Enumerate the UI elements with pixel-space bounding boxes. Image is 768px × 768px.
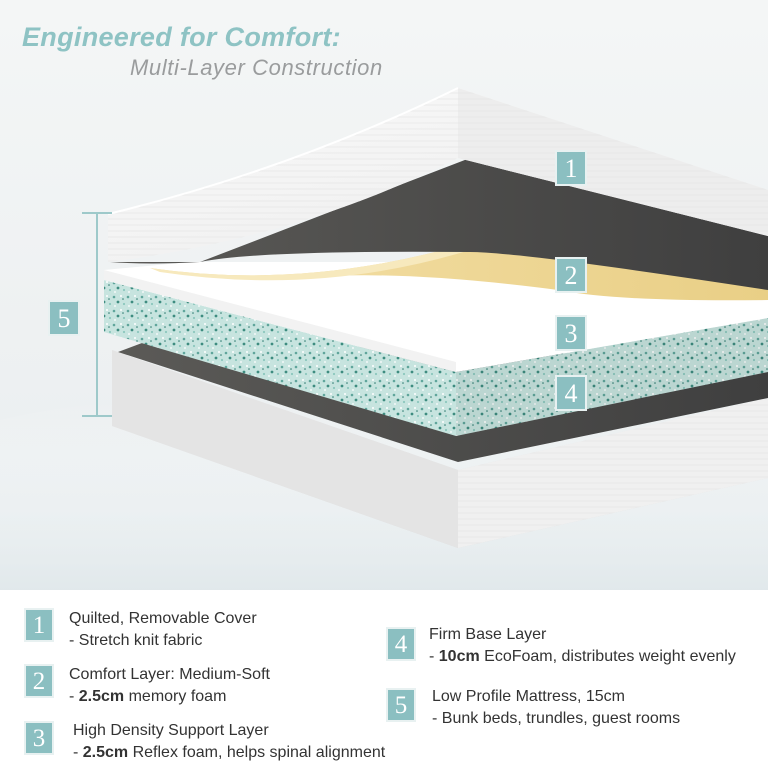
legend-detail-1: - Stretch knit fabric — [69, 632, 203, 649]
hero-illustration: Engineered for Comfort: Multi-Layer Cons… — [0, 0, 768, 590]
marker-cover: 1 — [555, 150, 587, 186]
legend-title-1: Quilted, Removable Cover — [69, 610, 257, 627]
legend-detail-bold-4: 10cm — [438, 648, 480, 665]
legend-number-1: 1 — [24, 608, 54, 642]
marker-base-layer: 4 — [555, 375, 587, 411]
legend-title-5: Low Profile Mattress, 15cm — [432, 688, 625, 705]
height-bracket — [82, 212, 112, 417]
page-title: Engineered for Comfort: — [22, 22, 341, 52]
legend-number-5: 5 — [386, 688, 416, 722]
legend-number-4: 4 — [386, 627, 416, 661]
legend-detail-bold-3: 2.5cm — [82, 744, 129, 761]
legend-title-4: Firm Base Layer — [429, 626, 547, 643]
marker-height: 5 — [48, 300, 80, 336]
page-subtitle: Multi-Layer Construction — [130, 55, 383, 80]
legend-text-5: Low Profile Mattress, 15cm - Bunk beds, … — [432, 686, 680, 730]
marker-memory-foam: 2 — [555, 257, 587, 293]
top-cover-layer — [107, 87, 768, 290]
legend-detail-3: Reflex foam, helps spinal alignment — [128, 744, 386, 761]
legend-text-4: Firm Base Layer - 10cm EcoFoam, distribu… — [429, 626, 736, 665]
legend-text-3: High Density Support Layer - 2.5cm Refle… — [73, 722, 386, 761]
legend-detail-4: EcoFoam, distributes weight evenly — [479, 648, 736, 665]
legend-detail-bold-2: 2.5cm — [78, 688, 125, 705]
legend-text-1: Quilted, Removable Cover - Stretch knit … — [69, 608, 257, 652]
legend-title-2: Comfort Layer: Medium-Soft — [69, 666, 270, 683]
legend-detail-5: - Bunk beds, trundles, guest rooms — [432, 710, 681, 727]
legend-text-2: Comfort Layer: Medium-Soft - 2.5cm memor… — [69, 666, 270, 705]
marker-reflex-foam: 3 — [555, 315, 587, 351]
legend-number-2: 2 — [24, 664, 54, 698]
legend-detail-2: memory foam — [124, 688, 227, 705]
legend-title-3: High Density Support Layer — [73, 722, 269, 739]
mattress-layers-diagram — [0, 87, 768, 590]
legend-number-3: 3 — [24, 721, 54, 755]
